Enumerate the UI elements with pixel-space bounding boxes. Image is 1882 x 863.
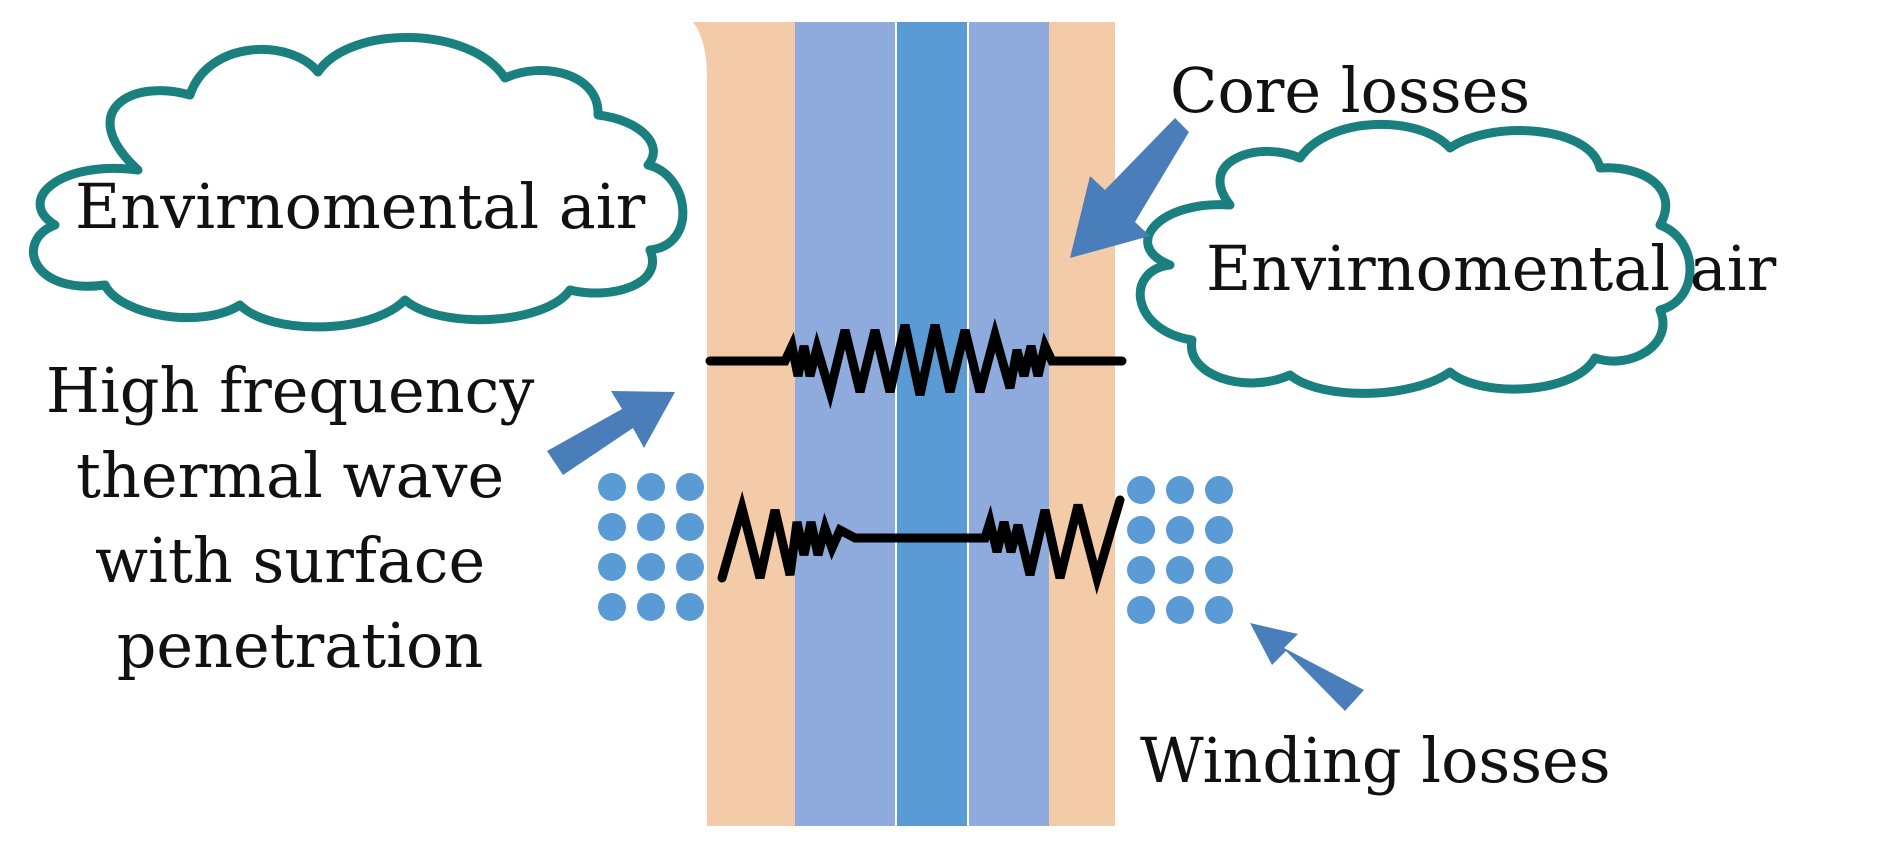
left-outer-layer: [693, 22, 795, 826]
core-layers: [693, 22, 1115, 826]
winding-conductor-dot: [598, 553, 626, 581]
winding-conductor-dot: [676, 553, 704, 581]
winding-conductor-dot: [637, 473, 665, 501]
label-env-air-left: Envirnomental air: [75, 170, 646, 243]
winding-conductor-dot: [637, 513, 665, 541]
winding-conductor-dot: [1205, 596, 1233, 624]
arrow-icon-winding-losses: [1250, 623, 1364, 711]
winding-conductor-dot: [1166, 476, 1194, 504]
winding-conductor-dot: [598, 593, 626, 621]
winding-conductor-dot: [676, 513, 704, 541]
winding-conductor-dot: [637, 593, 665, 621]
right-outer-layer: [1049, 22, 1115, 826]
winding-dots-right: [1127, 476, 1233, 624]
label-hf-wave-line: with surface: [95, 524, 485, 597]
winding-conductor-dot: [1166, 596, 1194, 624]
arrow-icon-hf-wave: [547, 391, 675, 475]
winding-conductor-dot: [637, 553, 665, 581]
label-env-air-right: Envirnomental air: [1206, 232, 1777, 305]
winding-conductor-dot: [1127, 476, 1155, 504]
center-core-layer: [897, 22, 967, 826]
resistor-network-top: [705, 317, 1127, 410]
label-hf-wave-line: High frequency: [46, 354, 535, 427]
winding-conductor-dot: [598, 513, 626, 541]
winding-conductor-dot: [1127, 516, 1155, 544]
winding-conductor-dot: [1166, 556, 1194, 584]
left-mid-layer: [795, 22, 895, 826]
winding-conductor-dot: [1205, 556, 1233, 584]
zigzag-resistor-icon: [705, 317, 1127, 410]
label-winding-losses: Winding losses: [1140, 724, 1611, 797]
winding-conductor-dot: [598, 473, 626, 501]
winding-conductor-dot: [1127, 596, 1155, 624]
label-hf-wave: High frequency thermal wave with surface…: [46, 354, 554, 682]
winding-conductor-dot: [676, 473, 704, 501]
winding-conductor-dot: [676, 593, 704, 621]
right-mid-layer: [969, 22, 1049, 826]
cloud-icon-left: [28, 33, 688, 332]
resistor-network-bottom: [717, 490, 1125, 595]
cloud-icon-right: [1135, 120, 1695, 398]
winding-conductor-dot: [1127, 556, 1155, 584]
winding-conductor-dot: [1166, 516, 1194, 544]
zigzag-resistor-icon: [717, 490, 1125, 595]
label-core-losses: Core losses: [1170, 54, 1530, 127]
arrow-icon-core-losses: [1070, 118, 1189, 258]
winding-conductor-dot: [1205, 516, 1233, 544]
winding-conductor-dot: [1205, 476, 1233, 504]
label-hf-wave-line: penetration: [117, 609, 484, 682]
label-hf-wave-line: thermal wave: [76, 439, 504, 512]
winding-dots-left: [598, 473, 704, 621]
